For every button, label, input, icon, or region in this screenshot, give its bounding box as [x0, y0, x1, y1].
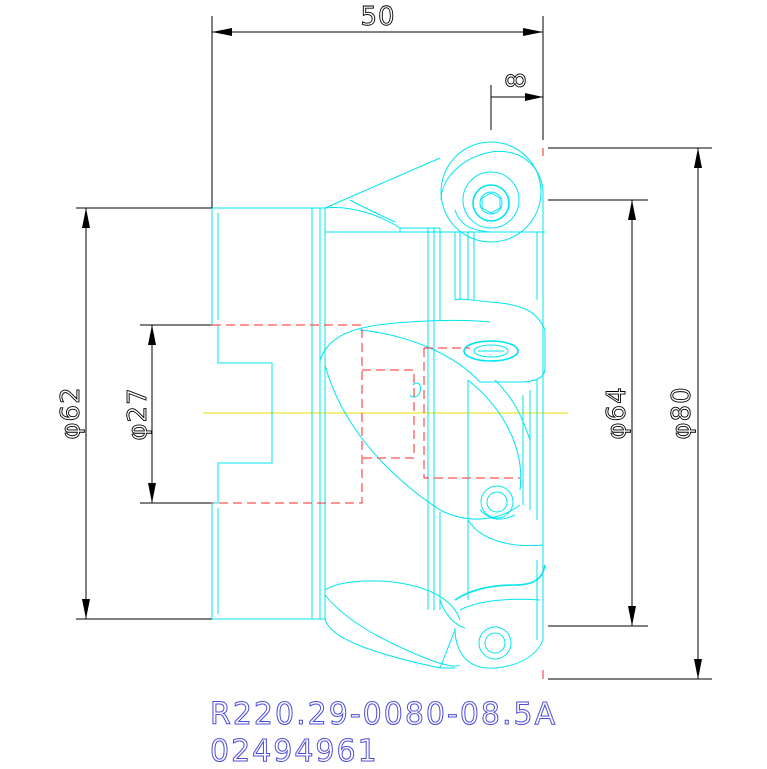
- dimension-phi62-label: φ62: [56, 386, 86, 439]
- part-item-number: 02494961: [210, 734, 379, 769]
- dimension-50-label: 50: [360, 2, 395, 32]
- part-designation: R220.29-0080-08.5A: [209, 697, 558, 732]
- dimension-diameter-27: φ27: [123, 324, 212, 504]
- dimension-phi27-label: φ27: [123, 387, 153, 440]
- dimension-insert-offset: 8: [490, 71, 543, 130]
- dimension-phi80-label: φ80: [667, 386, 697, 439]
- dimension-diameter-62: φ62: [56, 207, 218, 620]
- hidden-lines: [212, 148, 544, 679]
- dimension-phi64-label: φ64: [602, 386, 632, 439]
- dimension-diameter-80: φ80: [548, 147, 712, 680]
- dimension-overall-length: 50: [211, 2, 544, 208]
- dimension-diameter-64: φ64: [548, 199, 648, 627]
- cutter-body: [211, 141, 546, 669]
- dimension-8-label: 8: [502, 71, 532, 89]
